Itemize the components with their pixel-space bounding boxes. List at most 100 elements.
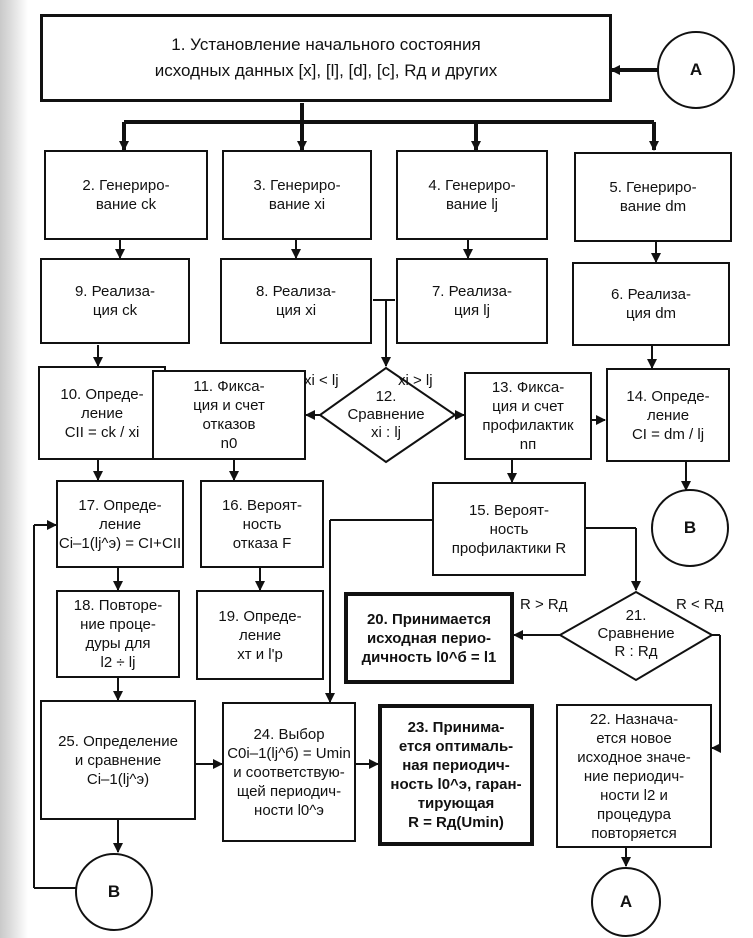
edge-label-r-less: R < Rд (676, 596, 724, 613)
block-18-line-3: дуры для (85, 635, 151, 652)
block-23-line-6: R = Rд(Umin) (408, 814, 504, 831)
block-3-line-1: 3. Генериро- (253, 177, 341, 194)
block-20-line-1: 20. Принимается (366, 610, 492, 628)
block-2-generate-c: 2. Генериро- вание ck (44, 150, 208, 240)
block-22-new-period: 22. Назнача- ется новое исходное значе- … (556, 704, 712, 848)
block-16-line-1: 16. Вероят- (221, 496, 303, 514)
block-16-line-2: ность (242, 515, 282, 533)
block-24-line-2: C0i–1(lj^б) = Umin (227, 744, 351, 762)
block-2-line-2: вание ck (95, 196, 157, 213)
block-19-define-x-l: 19. Опреде- ление xт и l'р (196, 590, 324, 680)
block-23-line-4: ность l0^э, гаран- (390, 776, 522, 793)
block-15-line-2: ность (489, 520, 529, 538)
block-15-maintenance-probability: 15. Вероят- ность профилактики R (432, 482, 586, 576)
block-19-line-2: ление (238, 626, 282, 644)
block-20-line-2: исходная перио- (366, 629, 492, 647)
block-19-line-3: xт и l'р (237, 645, 283, 663)
block-10-formula: CII = ck / xi (64, 423, 140, 441)
block-10-line-2: ление (80, 404, 124, 422)
block-18-line-4: l2 ÷ lj (100, 654, 136, 671)
block-24-select-minimum: 24. Выбор C0i–1(lj^б) = Umin и соответст… (222, 702, 356, 842)
block-22-line-1: 22. Назнача- (589, 710, 679, 728)
block-1-initial-state: 1. Установление начального состояния исх… (40, 14, 612, 102)
block-17-line-2: ление (98, 515, 142, 533)
block-3-line-2: вание xi (268, 196, 326, 213)
block-4-line-2: вание lj (446, 196, 498, 213)
block-15-line-3: профилактики R (451, 539, 567, 557)
block-2-line-1: 2. Генериро- (82, 177, 170, 194)
block-25-line-2: и сравнение (74, 751, 162, 769)
block-12-compare-text: 12. Сравнение xi : lj (330, 388, 442, 442)
block-20-line-3: дичность l0^б = l1 (361, 648, 497, 666)
block-25-line-1: 25. Определение (58, 732, 178, 750)
block-18-line-1: 18. Повторе- (73, 597, 163, 614)
block-17-line-1: 17. Опреде- (78, 496, 162, 514)
block-5-line-2: вание dm (619, 198, 687, 215)
block-10-define-cii: 10. Опреде- ление CII = ck / xi (38, 366, 166, 460)
block-1-line-2: исходных данных [x], [l], [d], [c], Rд и… (154, 61, 498, 80)
block-8-line-2: ция xi (275, 302, 317, 319)
block-23-line-1: 23. Принима- (407, 719, 505, 736)
block-9-line-1: 9. Реализа- (74, 283, 156, 300)
block-3-generate-x: 3. Генериро- вание xi (222, 150, 372, 240)
block-19-line-1: 19. Опреде- (218, 607, 302, 625)
block-5-generate-d: 5. Генериро- вание dm (574, 152, 732, 242)
block-4-generate-l: 4. Генериро- вание lj (396, 150, 548, 240)
block-23-line-2: ется оптималь- (398, 738, 514, 755)
block-22-line-6: процедура (596, 805, 671, 823)
block-25-define-compare: 25. Определение и сравнение Ci–1(lj^э) (40, 700, 196, 820)
block-8-realize-x: 8. Реализа- ция xi (220, 258, 372, 344)
block-6-realize-d: 6. Реализа- ция dm (572, 262, 730, 346)
block-21-line-2: Сравнение (597, 625, 675, 642)
block-17-define-cost: 17. Опреде- ление Ci–1(lj^э) = CI+CII (56, 480, 184, 568)
block-8-line-1: 8. Реализа- (255, 283, 337, 300)
block-21-compare-text: 21. Сравнение R : Rд (584, 607, 688, 661)
edge-label-r-greater: R > Rд (520, 596, 568, 613)
block-13-fix-maintenance: 13. Фикса- ция и счет профилактик nп (464, 372, 592, 460)
block-22-line-2: ется новое (596, 729, 672, 747)
block-9-realize-c: 9. Реализа- ция ck (40, 258, 190, 344)
block-11-line-2: ция и счет (193, 397, 265, 414)
block-24-line-3: и соответствую- (233, 763, 345, 781)
block-17-formula: Ci–1(lj^э) = CI+CII (58, 534, 182, 552)
block-25-line-3: Ci–1(lj^э) (86, 770, 150, 788)
block-21-line-1: 21. (625, 607, 647, 624)
connector-a-top: A (689, 60, 703, 79)
block-14-line-2: ление (646, 406, 690, 424)
block-13-line-1: 13. Фикса- (491, 379, 565, 396)
block-22-line-7: повторяется (591, 824, 677, 842)
block-14-line-1: 14. Опреде- (626, 387, 710, 405)
block-14-define-ci: 14. Опреде- ление CI = dm / lj (606, 368, 730, 462)
block-22-line-3: исходное значе- (577, 748, 691, 766)
block-7-realize-l: 7. Реализа- ция lj (396, 258, 548, 344)
block-12-line-2: Сравнение (347, 406, 425, 423)
block-11-line-4: n0 (220, 435, 238, 452)
block-5-line-1: 5. Генериро- (609, 179, 697, 196)
block-18-repeat-procedure: 18. Повторе- ние проце- дуры для l2 ÷ lj (56, 590, 180, 678)
block-6-line-1: 6. Реализа- (610, 286, 692, 303)
block-24-line-5: ности l0^э (254, 801, 324, 819)
connector-b-right: B (683, 518, 697, 537)
block-11-line-1: 11. Фикса- (193, 378, 265, 395)
block-21-line-3: R : Rд (614, 643, 658, 660)
block-18-line-2: ние проце- (80, 616, 156, 633)
edge-label-xi-greater: xi > lj (398, 372, 433, 389)
connector-b-left: B (107, 882, 121, 901)
block-23-line-3: ная периодич- (402, 757, 510, 774)
block-6-line-2: ция dm (625, 305, 677, 322)
block-13-line-2: ция и счет (492, 398, 564, 415)
block-24-line-1: 24. Выбор (253, 725, 325, 743)
connector-a-bottom: A (619, 892, 633, 911)
block-23-optimal-period: 23. Принима- ется оптималь- ная периодич… (378, 704, 534, 846)
block-4-line-1: 4. Генериро- (428, 177, 516, 194)
block-12-line-1: 12. (375, 388, 397, 405)
block-7-line-2: ция lj (454, 302, 490, 319)
block-9-line-2: ция ck (92, 302, 138, 319)
block-22-line-5: ности l2 и (600, 786, 668, 804)
block-16-line-3: отказа F (232, 534, 292, 552)
block-1-line-1: 1. Установление начального состояния (171, 35, 481, 54)
block-11-fix-failures: 11. Фикса- ция и счет отказов n0 (152, 370, 306, 460)
block-24-line-4: щей периодич- (236, 782, 342, 800)
block-12-line-3: xi : lj (371, 424, 401, 441)
